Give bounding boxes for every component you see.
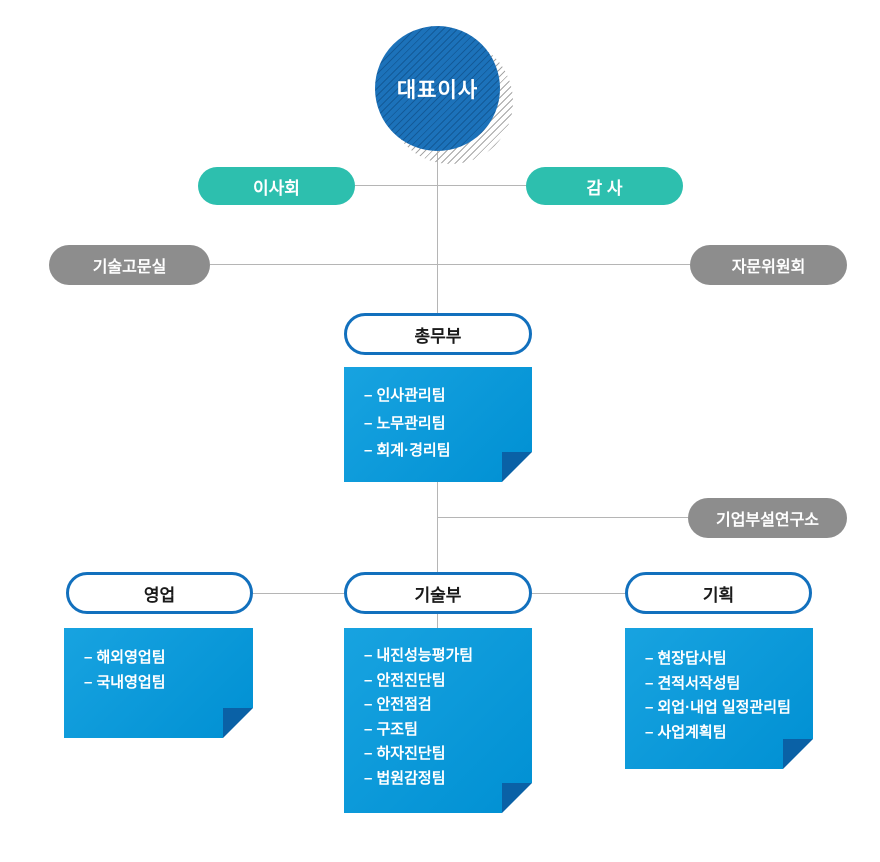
team-item: – 인사관리팀 [364,387,446,404]
connector-board-auditor [355,185,526,186]
sales-teams-box: – 해외영업팀 – 국내영업팀 [64,628,253,738]
connector-ceo-to-general-affairs [437,150,438,313]
tech-advisory-label: 기술고문실 [92,259,167,276]
auditor-node: 감 사 [526,167,683,205]
technical-label: 기술부 [414,585,462,605]
team-item: – 국내영업팀 [84,674,166,691]
connector-technical-planning [532,593,625,594]
research-institute-node: 기업부설연구소 [688,498,847,538]
general-affairs-node: 총무부 [344,313,532,355]
team-item: – 노무관리팀 [364,414,446,432]
planning-teams-box: – 현장답사팀 – 견적서작성팀 – 외업·내업 일정관리팀 – 사업계획팀 [625,628,813,769]
technical-teams-box: – 내진성능평가팀 – 안전진단팀 – 안전점검 – 구조팀 – 하자진단팀 –… [344,628,532,813]
team-item: – 구조팀 [364,720,418,738]
planning-label: 기획 [702,585,735,605]
technical-node: 기술부 [344,572,532,614]
advisory-committee-node: 자문위원회 [690,245,847,285]
connector-sales-technical [253,593,344,594]
sales-node: 영업 [66,572,253,614]
team-item: – 외업·내업 일정관리팀 [645,699,791,716]
connector-general-affairs-to-technical [437,482,438,573]
sales-label: 영업 [143,585,176,605]
board-label: 이사회 [253,178,300,198]
team-item: – 회계·경리팀 [364,442,451,459]
team-item: – 사업계획팀 [645,723,727,741]
general-affairs-label: 총무부 [414,326,462,346]
ceo-label: 대표이사 [396,78,479,102]
team-item: – 안전진단팀 [364,671,446,689]
team-item: – 내진성능평가팀 [364,647,474,664]
connector-research-branch [437,517,688,518]
team-item: – 견적서작성팀 [645,674,741,692]
board-node: 이사회 [198,167,355,205]
team-item: – 현장답사팀 [645,650,727,667]
auditor-label: 감 사 [586,178,623,198]
research-institute-label: 기업부설연구소 [715,512,820,529]
tech-advisory-node: 기술고문실 [49,245,210,285]
advisory-committee-label: 자문위원회 [731,259,806,276]
team-item: – 법원감정팀 [364,769,446,787]
team-item: – 해외영업팀 [84,649,166,666]
team-item: – 안전점검 [364,696,432,713]
ceo-node: 대표이사 [375,26,500,151]
planning-node: 기획 [625,572,812,614]
connector-technical-to-teams [437,614,438,628]
team-item: – 하자진단팀 [364,745,446,762]
general-affairs-teams-box: – 인사관리팀 – 노무관리팀 – 회계·경리팀 [344,367,532,482]
connector-advisory-row [210,264,690,265]
